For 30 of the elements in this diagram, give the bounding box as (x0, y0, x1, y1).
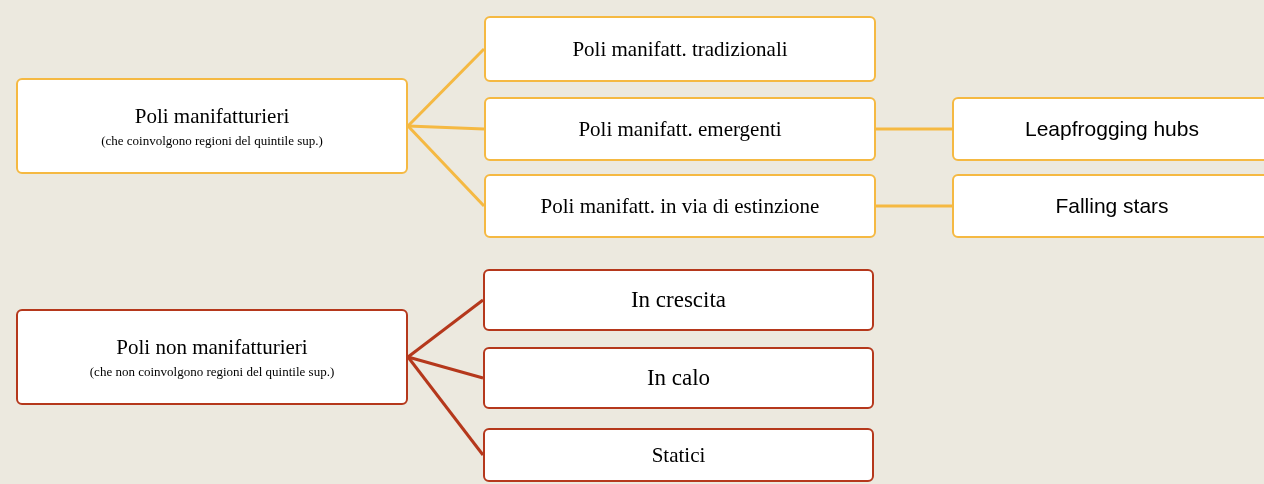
node-box (483, 347, 874, 409)
connector-line (876, 127, 952, 131)
node-title: Poli manifatt. in via di estinzione (540, 192, 820, 220)
node-subtitle: (che coinvolgono regioni del quintile sup.) (101, 133, 323, 150)
node-box (484, 16, 876, 82)
connector-line (407, 124, 485, 131)
node-title: In calo (646, 363, 711, 392)
connector-line (407, 298, 484, 359)
connector-line (406, 356, 485, 456)
node-box (16, 309, 408, 405)
node-title: Leapfrogging hubs (1025, 115, 1199, 142)
node-box (484, 97, 876, 161)
connector-line (406, 47, 486, 128)
node-title: In crescita (630, 285, 727, 314)
node-title: Poli manifatturieri (134, 102, 290, 129)
node-subtitle: (che non coinvolgono regioni del quintile sup.) (89, 364, 335, 381)
node-box (483, 428, 874, 482)
node-box (484, 174, 876, 238)
node-title: Statici (651, 441, 706, 469)
node-title: Falling stars (1055, 192, 1169, 219)
node-box (952, 174, 1264, 238)
connector-line (406, 124, 486, 208)
node-title: Poli non manifatturieri (116, 333, 308, 360)
node-box (483, 269, 874, 331)
node-box (952, 97, 1264, 161)
node-box (16, 78, 408, 174)
node-title: Poli manifatt. tradizionali (572, 35, 788, 63)
node-title: Poli manifatt. emergenti (578, 115, 782, 143)
connector-line (407, 355, 484, 380)
connector-line (876, 204, 952, 208)
